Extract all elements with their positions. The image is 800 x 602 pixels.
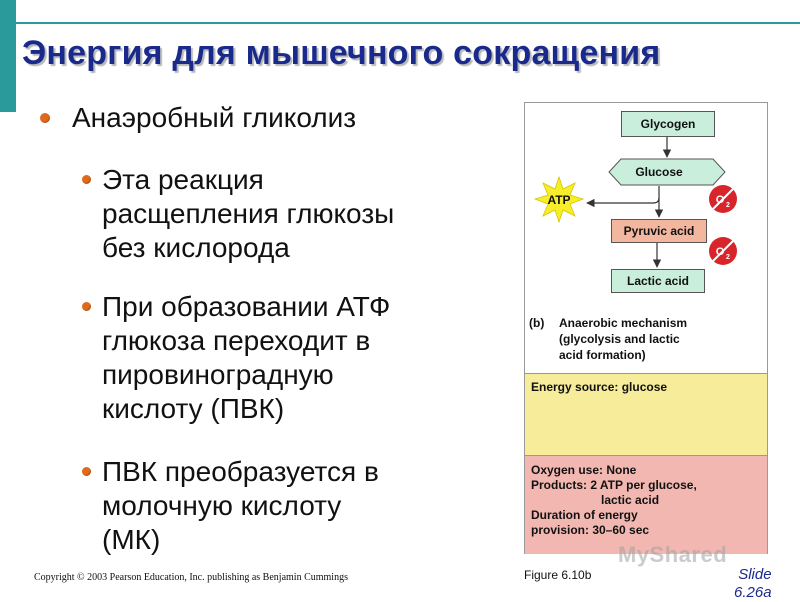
bullet-dot-icon <box>82 175 91 184</box>
figure-label: Figure 6.10b <box>524 568 592 582</box>
o2-subscript: 2 <box>726 254 730 261</box>
slide-title: Энергия для мышечного сокращения <box>22 34 661 72</box>
mechanism-line: (glycolysis and lactic <box>559 332 680 346</box>
slide-number: Slide 6.26a <box>734 566 772 602</box>
o2-label: O <box>716 246 725 258</box>
sub-bullet-3-line: (МК) <box>102 524 161 555</box>
sub-bullet-1-line: без кислорода <box>102 232 290 263</box>
sub-bullet-3-line: ПВК преобразуется в <box>102 456 379 487</box>
energy-source-text: Energy source: glucose <box>531 380 668 394</box>
duration-line: Duration of energy <box>531 508 638 522</box>
bullet-dot-icon <box>82 302 91 311</box>
atp-star-icon <box>533 175 585 224</box>
no-oxygen-icon <box>709 237 737 265</box>
oxygen-use-text: Oxygen use: None <box>531 463 637 477</box>
lactic-acid-box: Lactic acid <box>611 269 705 293</box>
sub-bullet-3-line: молочную кислоту <box>102 490 342 521</box>
slide-number-line: 6.26a <box>734 584 772 601</box>
sub-bullet-2-line: кислоту (ПВК) <box>102 393 285 424</box>
sub-bullet-2-line: При образовании АТФ <box>102 291 391 322</box>
atp-label: ATP <box>547 193 570 207</box>
copyright-footer: Copyright © 2003 Pearson Education, Inc.… <box>34 572 348 583</box>
accent-line <box>16 22 800 24</box>
pyruvic-acid-box: Pyruvic acid <box>611 219 707 243</box>
glycolysis-figure: ATP Glucose O 2 O 2 Glycogen Pyruvic aci… <box>524 102 768 554</box>
figure-diagram: ATP Glucose O 2 O 2 <box>533 136 737 268</box>
slide-number-line: Slide <box>738 566 772 583</box>
o2-subscript: 2 <box>726 202 730 209</box>
glucose-label: Glucose <box>635 165 683 179</box>
sub-bullet-1-line: расщепления глюкозы <box>102 198 395 229</box>
bullet-dot-icon <box>40 113 50 123</box>
sub-bullet-2-line: глюкоза переходит в <box>102 325 371 356</box>
mechanism-tag: (b) <box>529 316 545 330</box>
glycogen-box: Glycogen <box>621 111 715 137</box>
products-line: Products: 2 ATP per glucose, <box>531 478 697 492</box>
mechanism-line: acid formation) <box>559 348 646 362</box>
bullet-main-text: Анаэробный гликолиз <box>72 102 357 133</box>
sub-bullet-1-line: Эта реакция <box>102 164 264 195</box>
duration-line: provision: 30–60 sec <box>531 523 650 537</box>
o2-label: O <box>716 194 725 206</box>
energy-source-panel: Energy source: glucose <box>525 373 767 456</box>
watermark: MyShared <box>618 542 728 567</box>
mechanism-caption: (b) Anaerobic mechanism (glycolysis and … <box>529 315 765 363</box>
products-line: lactic acid <box>601 493 660 507</box>
sub-bullet-2-line: пировиноградную <box>102 359 334 390</box>
arrow-to-atp <box>586 197 660 208</box>
no-oxygen-icon <box>709 185 737 213</box>
mechanism-line: Anaerobic mechanism <box>559 316 688 330</box>
accent-bar <box>0 0 16 112</box>
details-panel: Oxygen use: None Products: 2 ATP per glu… <box>525 455 767 554</box>
glucose-box <box>608 158 726 186</box>
bullet-dot-icon <box>82 467 91 476</box>
